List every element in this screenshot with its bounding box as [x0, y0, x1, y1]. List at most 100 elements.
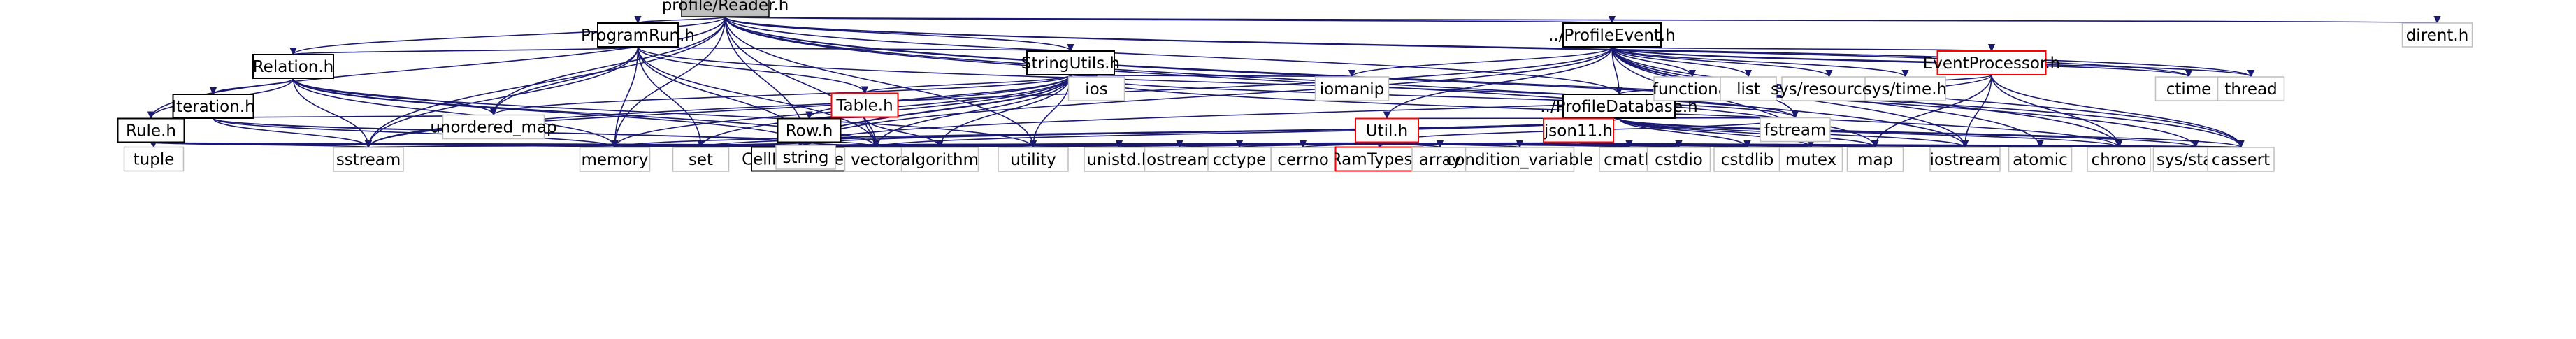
node-label: thread — [2224, 80, 2277, 99]
node-string: string — [775, 145, 836, 170]
edge-programrun-to-table — [637, 46, 865, 94]
node-label: Iteration.h — [171, 98, 254, 116]
node-condition-variable: condition_variable — [1446, 147, 1594, 172]
node-box — [1084, 147, 1155, 172]
edge-reader-to-sstream — [368, 16, 726, 147]
edge-relation-to-sstream — [292, 78, 369, 147]
node-label: set — [689, 151, 713, 169]
node-iomanip: iomanip — [1314, 76, 1390, 101]
node-box — [1271, 147, 1335, 172]
edge-reader-to-profiledatabase — [724, 16, 1620, 94]
node-box — [333, 147, 404, 172]
node-label: iomanip — [1320, 80, 1385, 99]
edge-reader-to-stringutils — [724, 16, 1071, 51]
node-label: mutex — [1785, 151, 1836, 169]
edge-profileevent-to-sysresource — [1611, 46, 1829, 77]
edge-reader-to-unordered_map — [494, 16, 726, 115]
node-box — [1543, 117, 1614, 143]
edge-json11-to-cstdio — [1578, 143, 1679, 148]
node-label: Rule.h — [126, 122, 176, 140]
node-ramtypes-h[interactable]: RamTypes.h — [1331, 146, 1428, 172]
node-atomic: atomic — [2008, 147, 2073, 172]
node-cstdio: cstdio — [1646, 147, 1711, 172]
node-label: cstdio — [1655, 151, 1703, 169]
node-cerrno: cerrno — [1271, 147, 1335, 172]
edge-reader-to-utility — [724, 16, 1034, 147]
edge-programrun-to-memory — [615, 46, 639, 147]
node-box — [1936, 50, 2047, 75]
node-util-h[interactable]: Util.h — [1355, 117, 1419, 143]
edge-profileevent-to-functional — [1611, 46, 1692, 77]
node-box — [1144, 147, 1216, 172]
node-thread: thread — [2217, 76, 2285, 101]
node-box — [117, 117, 185, 143]
node-profileevent-h[interactable]: ../ProfileEvent.h — [1548, 22, 1676, 48]
node-box — [1713, 147, 1781, 172]
edge-json11-to-cassert — [1578, 143, 2241, 148]
node-box — [597, 22, 679, 48]
node-label: profile/Reader.h — [662, 0, 789, 15]
node-rule-h[interactable]: Rule.h — [117, 117, 185, 143]
node-label: EventProcessor.h — [1923, 55, 2060, 73]
node-box — [2217, 76, 2285, 101]
node-fstream: fstream — [1760, 117, 1831, 143]
node-sys-time-h: sys/time.h — [1864, 76, 1947, 101]
node-box — [2401, 22, 2473, 48]
node-label: functional — [1653, 80, 1732, 99]
edge-relation-to-iteration — [213, 78, 294, 94]
node-table-h[interactable]: Table.h — [830, 92, 899, 118]
edge-iteration-to-sstream — [213, 117, 368, 147]
node-label: Table.h — [835, 97, 893, 115]
edge-profiledatabase-to-cstdlib — [1618, 117, 1748, 147]
edge-reader-to-memory — [615, 16, 726, 147]
node-algorithm: algorithm — [900, 147, 979, 172]
node-box — [1465, 147, 1575, 172]
edge-eventprocessor-to-cassert — [1991, 74, 2241, 147]
node-label: ProgramRun.h — [581, 27, 695, 45]
node-label: memory — [581, 151, 648, 169]
node-programrun-h[interactable]: ProgramRun.h — [581, 22, 695, 48]
node-box — [681, 0, 770, 17]
edge-profileevent-to-systime — [1611, 46, 1906, 77]
node-label: fstream — [1764, 122, 1827, 140]
node-label: json11.h — [1544, 122, 1613, 140]
edge-profileevent-to-iomanip — [1352, 46, 1613, 77]
node-eventprocessor-h[interactable]: EventProcessor.h — [1923, 50, 2060, 75]
edge-relation-to-memory — [292, 78, 615, 147]
edge-programrun-to-stringutils — [637, 47, 1071, 51]
edge-stringutils-to-sstream — [368, 74, 1072, 147]
node-label: ostream — [1146, 151, 1213, 169]
node-label: cmath — [1604, 151, 1655, 169]
node-box — [252, 54, 334, 79]
node-label: chrono — [2092, 151, 2147, 169]
node-array: array — [1411, 147, 1469, 172]
node-utility: utility — [998, 147, 1069, 172]
node-box — [1864, 76, 1946, 101]
node-box — [998, 147, 1069, 172]
node-label: algorithm — [901, 151, 979, 169]
node-label: ../ProfileEvent.h — [1548, 27, 1676, 45]
node-ctime: ctime — [2154, 76, 2223, 101]
node-label: condition_variable — [1446, 151, 1594, 169]
node-box — [2008, 147, 2073, 172]
node-box — [1653, 76, 1732, 101]
node-relation-h[interactable]: Relation.h — [252, 54, 334, 79]
node-tuple: tuple — [123, 146, 185, 172]
node-box — [1778, 147, 1843, 172]
edge-eventprocessor-to-map — [1876, 74, 1992, 147]
node-label: tuple — [134, 151, 175, 169]
node-stringutils-h[interactable]: StringUtils.h — [1021, 50, 1120, 75]
edge-programrun-to-relation — [294, 46, 639, 55]
node-row-h[interactable]: Row.h — [777, 117, 842, 143]
node-box — [1207, 147, 1272, 172]
edge-stringutils-to-unordered_map — [494, 74, 1072, 115]
node-box — [123, 146, 185, 172]
edge-eventprocessor-to-iostream — [1965, 74, 1992, 147]
node-label: RamTypes.h — [1331, 151, 1428, 169]
edge-profileevent-to-string — [806, 46, 1613, 145]
node-map: map — [1846, 147, 1904, 172]
node-profile-reader-h[interactable]: profile/Reader.h — [662, 0, 789, 17]
node-iteration-h[interactable]: Iteration.h — [171, 94, 255, 119]
node-json11-h[interactable]: json11.h — [1543, 117, 1614, 143]
